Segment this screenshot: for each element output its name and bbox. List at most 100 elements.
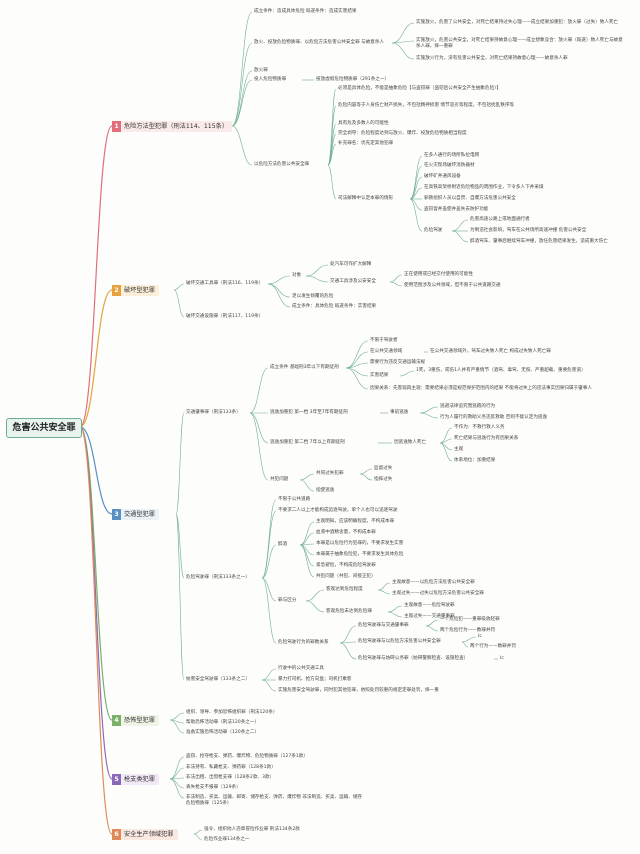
connector-line — [389, 274, 403, 283]
b2-node: 破坏交通工具罪（刑法116、119条） — [186, 281, 264, 286]
b2-node: 足以发生倾覆的危险 — [292, 294, 334, 299]
b3-node: 需要行为违反交通运输法规 — [370, 360, 426, 365]
b1-node: 在火灾现场破坏消防器材 — [424, 163, 475, 168]
b3-node: 妨害安全驾驶罪（133条之二） — [186, 677, 250, 682]
root-node[interactable]: 危害公共安全罪 — [6, 418, 82, 438]
connector-line — [169, 719, 185, 734]
connector-line — [169, 756, 185, 780]
b1-node: 盗窃窨井盖使井盖失去防护功能 — [424, 207, 489, 212]
connector-line — [261, 544, 277, 579]
connector-line — [267, 283, 291, 308]
b2-node: 正在使用或已经交付使用的可能性 — [404, 272, 473, 277]
connector-line — [175, 513, 185, 681]
b3-node: 主观过失——过失以危险方法危害公共安全罪 — [392, 591, 484, 596]
connector-line — [261, 499, 277, 579]
b3-node: 危险驾驶行为的罪数关系 — [278, 640, 329, 645]
b3-node: 主观过失——交通肇事罪 — [404, 614, 455, 619]
connector-line — [299, 544, 315, 578]
connector-line — [451, 230, 469, 243]
b3-node: 罪与区分 — [278, 598, 297, 603]
b3-node: 实施危害安全驾驶罪，同时犯其他犯罪，依照处罚较重的规定定罪处罚，择一重 — [278, 688, 439, 693]
b1-node: 必须是具体危险，不能是抽象危险【与盗窃罪（盗窃后公共安全产生抽象危险）】 — [338, 86, 502, 91]
b3-node: 危险驾驶罪与妨碍公务罪（妨碍警察检查、设施检查） — [358, 656, 469, 661]
connector-line — [387, 605, 403, 613]
b1-node: 投放虚假危险物质罪（291条之一） — [316, 77, 390, 82]
b3-node: 体系地位：加重结果 — [454, 458, 496, 463]
b3-node: 主观故意——以危险方法危害公共安全罪 — [392, 580, 475, 585]
b3-node: 共犯问题 — [270, 477, 289, 482]
b3-node: 不限于驾驶者 — [370, 338, 398, 343]
b5-node: 丢失枪支不报罪（129条） — [186, 785, 241, 790]
b3-node: Ic — [478, 634, 482, 639]
connector-line — [387, 611, 403, 618]
connector-line — [249, 367, 269, 414]
b3-node: 醉酒 — [278, 542, 288, 547]
b4-node: 准备实施恐怖活动罪（120条之二） — [186, 730, 260, 735]
connector-line — [339, 642, 357, 660]
b1-node: 破坏矿井通风设备 — [424, 174, 461, 179]
b6-node: 危险作业罪134条之一 — [204, 837, 250, 842]
b3-node: 监督过失 — [374, 466, 393, 471]
connector-line — [173, 283, 185, 291]
b1-node: 补充罪名：优先定其他犯罪 — [338, 141, 394, 146]
connector-line — [261, 668, 277, 681]
b3-node: 逃逸加重犯 第二档 7年以上有期徒刑 — [270, 440, 345, 445]
b3-node: 客观达到危险程度 — [326, 587, 363, 592]
connector-line — [261, 577, 277, 644]
b3-node: 两个危险行为——数罪并罚 — [440, 628, 496, 633]
connector-line — [439, 427, 453, 444]
connector-line — [305, 275, 329, 283]
branch-2-number: 2 — [112, 285, 121, 296]
b3-node: 危险驾驶罪与交通肇事罪 — [358, 623, 409, 628]
b2-node: 交通工具涉及公安安全 — [330, 279, 376, 284]
b3-node: 实害结果 — [370, 373, 389, 378]
b1-node: 投入危险物质罪 — [254, 77, 287, 82]
connector-line — [79, 426, 113, 780]
b3-node: 因逃逸致人死亡 — [394, 440, 427, 445]
branch-2-label: 破坏型犯罪 — [124, 287, 155, 294]
b4-node: 帮助恐怖活动罪（刑法120条之一） — [186, 720, 260, 725]
branch-4-number: 4 — [112, 715, 121, 726]
b2-node: 成立条件：具体危险 既遂条件：实害结果 — [292, 304, 377, 309]
connector-line — [345, 351, 369, 369]
b3-node: 客观危险未达到危险罪 — [326, 609, 372, 614]
connector-line — [345, 367, 369, 377]
b1-node: 在多人通行的场所私拉电网 — [424, 153, 480, 158]
b1-node: 放火罪 — [254, 68, 268, 73]
connector-line — [305, 264, 329, 277]
b1-node: 危险驾驶 — [424, 228, 443, 233]
b1-node: 放火、投放危险物质罪、以危险方法危害公共安全罪 与故意杀人 — [254, 40, 385, 45]
b3-node: 一个危险犯——重罪吸收轻罪 — [440, 617, 500, 622]
branch-6-number: 6 — [112, 829, 121, 840]
b1-node: 成立条件：造成具体危险 既遂条件：造成实害结果 — [254, 9, 357, 14]
b1-node: 在高铁高架桥附近危险物品的周围作业，下令多人下井采煤 — [424, 185, 544, 190]
b3-node: 指使逃逸 — [316, 488, 335, 493]
b2-node: 对象 — [292, 273, 302, 278]
connector-line — [345, 367, 369, 390]
connector-line — [231, 42, 253, 127]
branch-1-label: 危险方法型犯罪（刑法114、115条） — [124, 123, 229, 130]
b2-node: 处汽车可作扩大解释 — [330, 262, 372, 267]
connector-line — [305, 589, 325, 602]
connector-line — [169, 712, 185, 721]
connector-line — [339, 625, 357, 644]
connector-line — [299, 473, 315, 481]
b1-node: 危害高速公路上或地面通行者 — [470, 217, 530, 222]
connector-line — [299, 521, 315, 546]
connector-line — [327, 164, 337, 200]
branch-5-number: 5 — [112, 774, 121, 785]
b5-node: 盗窃、抢夺枪支、弹药、爆炸物、危险物质罪（127条1款） — [186, 754, 308, 759]
b3-node: 不限于公共道路 — [278, 497, 311, 502]
b3-node: 紧急避险，不构成危险驾驶罪 — [316, 563, 376, 568]
b3-node: 危险驾驶罪与以危险方法危害公共安全罪 — [358, 639, 441, 644]
branch-5-label: 枪支类犯罪 — [124, 776, 155, 783]
b2-node: 使用范围涉及公共领域，但不限于公共道路交通 — [404, 283, 501, 288]
connector-line — [377, 589, 391, 595]
branch-3-label: 交通型犯罪 — [124, 511, 155, 518]
